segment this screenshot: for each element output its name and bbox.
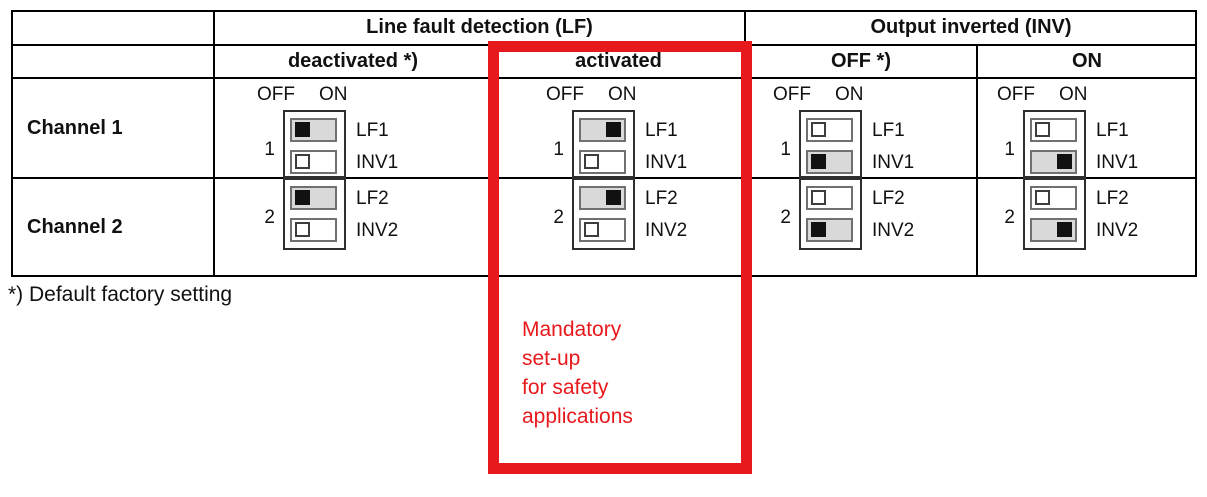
switch-label-lf1: LF1 [356, 120, 389, 141]
switch-label-lf2: LF2 [356, 188, 389, 209]
off-on-legend: OFF ON [257, 84, 348, 106]
switch-actuator-off [811, 154, 826, 169]
dip-switch-block [572, 178, 635, 250]
callout-line: set-up [522, 347, 581, 370]
default-factory-setting-footnote: *) Default factory setting [8, 283, 233, 306]
dip-switch-inv2 [1030, 218, 1077, 242]
on-position-label: ON [835, 84, 864, 105]
switch-label-lf2: LF2 [872, 188, 905, 209]
off-on-legend: OFF ON [997, 84, 1088, 106]
mandatory-setup-highlight-box [488, 41, 752, 474]
off-position-label: OFF [546, 84, 584, 105]
column-header-activated: activated [575, 49, 662, 72]
row-label-channel-1: Channel 1 [27, 116, 123, 139]
group-header-line-fault-detection: Line fault detection (LF) [366, 16, 593, 38]
switch-group-number: 2 [264, 207, 275, 228]
group-header-output-inverted: Output inverted (INV) [870, 16, 1072, 38]
row-label-channel-2: Channel 2 [27, 216, 123, 238]
switch-label-inv1: INV1 [1096, 152, 1139, 173]
switch-label-inv2: INV2 [356, 220, 399, 241]
mandatory-setup-callout-text: Mandatory set-up for safety applications [522, 315, 633, 431]
switch-actuator-off [1035, 190, 1050, 205]
switch-label-lf1: LF1 [645, 120, 678, 141]
on-position-label: ON [608, 84, 637, 105]
column-header-off: OFF *) [831, 49, 891, 72]
dip-switch-inv2 [806, 218, 853, 242]
switch-actuator-off [811, 122, 826, 137]
table-divider-inv-columns [976, 45, 978, 277]
switch-label-inv1: INV1 [356, 152, 399, 173]
switch-actuator-off [295, 190, 310, 205]
dip-switch-block [283, 178, 346, 250]
switch-actuator-on [606, 122, 621, 137]
dip-switch-block [283, 110, 346, 178]
dip-switch-block [799, 110, 862, 178]
switch-actuator-on [1057, 154, 1072, 169]
dip-switch-lf2 [579, 186, 626, 210]
switch-actuator-off [295, 222, 310, 237]
switch-actuator-off [584, 154, 599, 169]
switch-label-inv1: INV1 [872, 152, 915, 173]
callout-line: for safety [522, 376, 609, 399]
dip-switch-inv1 [290, 150, 337, 174]
dip-switch-block [799, 178, 862, 250]
switch-label-lf2: LF2 [645, 188, 678, 209]
column-header-on: ON [1072, 49, 1102, 72]
off-on-legend: OFF ON [546, 84, 637, 106]
switch-group-number: 1 [553, 139, 564, 160]
switch-label-inv1: INV1 [645, 152, 688, 173]
switch-group-number: 2 [553, 207, 564, 228]
switch-actuator-off [811, 190, 826, 205]
dip-switch-block [1023, 178, 1086, 250]
switch-label-inv2: INV2 [872, 220, 915, 241]
dip-switch-lf1 [1030, 118, 1077, 142]
switch-group-number: 1 [264, 139, 275, 160]
switch-actuator-on [1057, 222, 1072, 237]
column-header-deactivated: deactivated *) [287, 49, 419, 72]
switch-actuator-off [295, 122, 310, 137]
on-position-label: ON [319, 84, 348, 105]
dip-switch-inv1 [1030, 150, 1077, 174]
switch-label-inv2: INV2 [1096, 220, 1139, 241]
switch-label-lf1: LF1 [1096, 120, 1129, 141]
off-position-label: OFF [773, 84, 811, 105]
table-divider-header2 [11, 77, 1197, 79]
dip-switch-lf1 [806, 118, 853, 142]
switch-actuator-off [584, 222, 599, 237]
dip-switch-lf2 [806, 186, 853, 210]
switch-actuator-on [606, 190, 621, 205]
dip-switch-block [1023, 110, 1086, 178]
callout-line: Mandatory [522, 318, 622, 341]
callout-line: applications [522, 405, 633, 428]
dip-switch-block [572, 110, 635, 178]
settings-table-border [11, 10, 1197, 277]
dip-switch-inv1 [806, 150, 853, 174]
switch-label-lf2: LF2 [1096, 188, 1129, 209]
dip-switch-lf2 [1030, 186, 1077, 210]
switch-group-number: 2 [780, 207, 791, 228]
switch-actuator-off [295, 154, 310, 169]
dip-switch-inv1 [579, 150, 626, 174]
off-position-label: OFF [997, 84, 1035, 105]
table-divider-col-labels [213, 10, 215, 277]
off-on-legend: OFF ON [773, 84, 864, 106]
switch-label-inv2: INV2 [645, 220, 688, 241]
dip-switch-lf2 [290, 186, 337, 210]
switch-actuator-off [1035, 122, 1050, 137]
switch-label-lf1: LF1 [872, 120, 905, 141]
switch-group-number: 1 [780, 139, 791, 160]
dip-switch-inv2 [579, 218, 626, 242]
switch-group-number: 2 [1004, 207, 1015, 228]
dip-switch-lf1 [579, 118, 626, 142]
dip-switch-lf1 [290, 118, 337, 142]
dip-switch-inv2 [290, 218, 337, 242]
on-position-label: ON [1059, 84, 1088, 105]
switch-actuator-off [811, 222, 826, 237]
switch-group-number: 1 [1004, 139, 1015, 160]
off-position-label: OFF [257, 84, 295, 105]
